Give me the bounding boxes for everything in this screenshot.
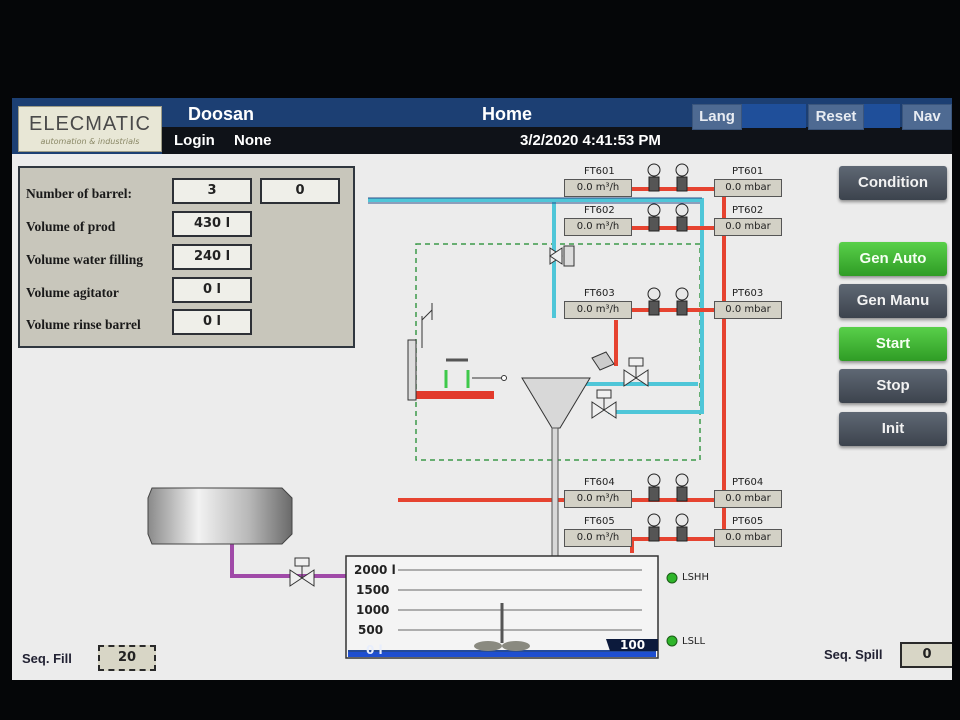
- funnel-hopper: [521, 377, 591, 429]
- transmitter-icons: [647, 163, 689, 542]
- pt604-value[interactable]: 0.0 mbar: [714, 490, 782, 508]
- screen-title: Home: [481, 104, 532, 124]
- logo-text: ELECMATIC: [29, 113, 151, 135]
- ft604-tag: FT604: [584, 477, 615, 488]
- mixing-tank: [345, 555, 659, 659]
- volume-prod-label: Volume of prod: [26, 219, 116, 234]
- drain-pipe: [230, 544, 346, 578]
- login-button[interactable]: Login: [174, 132, 215, 149]
- current-user: None: [234, 132, 272, 149]
- ft601-value[interactable]: 0.0 m³/h: [564, 179, 632, 197]
- volume-rinse-value[interactable]: 0 l: [172, 309, 252, 335]
- nav-button[interactable]: Nav: [902, 104, 952, 130]
- company-logo: ELECMATIC automation & industrials: [18, 106, 162, 152]
- seq-fill-value[interactable]: 20: [98, 645, 156, 671]
- funnel-stem: [551, 427, 559, 559]
- datetime-display: 3/2/2020 4:41:53 PM: [520, 132, 661, 149]
- tank-level-0: 0 l: [366, 643, 383, 657]
- start-button[interactable]: Start: [839, 327, 947, 361]
- pt604-tag: PT604: [732, 477, 764, 488]
- reset-slot: [864, 104, 900, 128]
- tank-level-1000: 1000: [356, 603, 390, 617]
- tank-level-500: 500: [358, 623, 384, 637]
- pt601-tag: PT601: [732, 166, 764, 177]
- pt601-value[interactable]: 0.0 mbar: [714, 179, 782, 197]
- lshh-label: LSHH: [682, 572, 709, 583]
- conveyor-belt: [416, 391, 494, 399]
- pt603-tag: PT603: [732, 288, 764, 299]
- header-bar: ELECMATIC automation & industrials Doosa…: [12, 98, 952, 154]
- volume-prod-value[interactable]: 430 l: [172, 211, 252, 237]
- ft602-value[interactable]: 0.0 m³/h: [564, 218, 632, 236]
- gen-manu-button[interactable]: Gen Manu: [839, 284, 947, 318]
- lang-button[interactable]: Lang: [692, 104, 742, 130]
- status-strip: [162, 127, 952, 154]
- lsll-indicator: [666, 635, 678, 647]
- tank-level-1500: 1500: [356, 583, 390, 597]
- ft602-tag: FT602: [584, 205, 615, 216]
- gen-auto-button[interactable]: Gen Auto: [839, 242, 947, 276]
- barrel-count-value[interactable]: 3: [172, 178, 252, 204]
- volume-agitator-label: Volume agitator: [26, 285, 119, 300]
- condition-button[interactable]: Condition: [839, 166, 947, 200]
- process-diagram: [147, 163, 726, 659]
- ft604-value[interactable]: 0.0 m³/h: [564, 490, 632, 508]
- stop-button[interactable]: Stop: [839, 369, 947, 403]
- process-values-panel: Number of barrel: 3 0 Volume of prod 430…: [18, 166, 355, 348]
- ft605-value[interactable]: 0.0 m³/h: [564, 529, 632, 547]
- filler-mechanism: [407, 303, 507, 401]
- pt602-tag: PT602: [732, 205, 764, 216]
- water-pipes: [368, 198, 704, 414]
- pt605-value[interactable]: 0.0 mbar: [714, 529, 782, 547]
- barrel-count-secondary[interactable]: 0: [260, 178, 340, 204]
- init-button[interactable]: Init: [839, 412, 947, 446]
- hmi-screen: ELECMATIC automation & industrials Doosa…: [12, 98, 952, 680]
- ft603-value[interactable]: 0.0 m³/h: [564, 301, 632, 319]
- reset-button[interactable]: Reset: [808, 104, 864, 130]
- seq-spill-label: Seq. Spill: [824, 647, 883, 662]
- volume-water-value[interactable]: 240 l: [172, 244, 252, 270]
- barrel-drum: [147, 487, 293, 545]
- pt602-value[interactable]: 0.0 mbar: [714, 218, 782, 236]
- barrel-count-label: Number of barrel:: [26, 186, 132, 201]
- pt605-tag: PT605: [732, 516, 764, 527]
- lshh-indicator: [666, 572, 678, 584]
- tank-level-value: 100: [620, 638, 646, 652]
- logo-subtitle: automation & industrials: [40, 137, 140, 146]
- pt603-value[interactable]: 0.0 mbar: [714, 301, 782, 319]
- volume-agitator-value[interactable]: 0 l: [172, 277, 252, 303]
- lsll-label: LSLL: [682, 636, 706, 647]
- volume-rinse-label: Volume rinse barrel: [26, 317, 141, 332]
- valves: [289, 245, 649, 587]
- seq-spill-value[interactable]: 0: [900, 642, 952, 668]
- ft601-tag: FT601: [584, 166, 615, 177]
- company-name: Doosan: [188, 104, 255, 124]
- tank-level-2000: 2000 l: [354, 563, 396, 577]
- ft603-tag: FT603: [584, 288, 615, 299]
- volume-water-label: Volume water filling: [26, 252, 143, 267]
- ft605-tag: FT605: [584, 516, 615, 527]
- seq-fill-label: Seq. Fill: [22, 651, 72, 666]
- lang-slot: [742, 104, 806, 128]
